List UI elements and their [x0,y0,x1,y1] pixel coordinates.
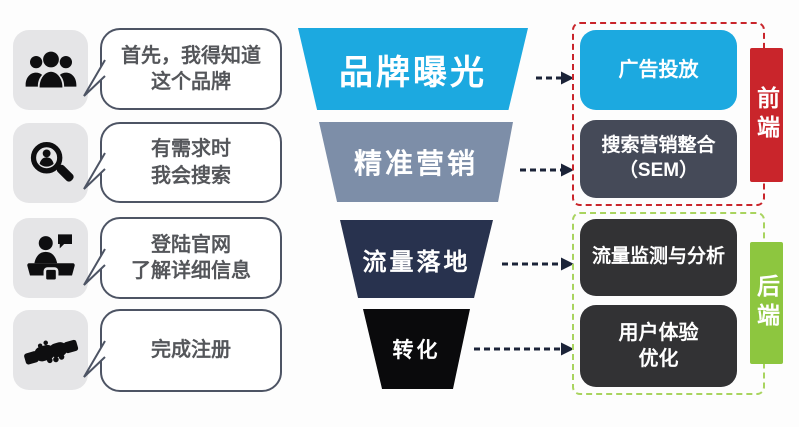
bubble-text-line2: 了解详细信息 [131,260,251,282]
users-group-icon [25,51,76,88]
tactic-text-line1: 广告投放 [618,59,699,81]
dashed-arrow-2 [520,163,574,177]
speech-bubble-search: 有需求时 我会搜索 [83,122,282,203]
tactic-box-sem: 搜索营销整合 （SEM） [580,120,737,198]
speech-bubble-awareness: 首先，我得知道 这个品牌 [83,28,282,110]
registration-desk-icon [26,234,75,283]
dashed-arrow-4 [474,342,574,356]
handshake-icon [13,310,88,390]
tactic-text-line1: 搜索营销整合 [601,135,716,157]
bubble-tail [83,59,106,97]
funnel-level-conversion: 转化 [363,309,470,389]
tactic-text-line1: 用户体验 [618,322,699,344]
tactic-box-traffic-analysis: 流量监测与分析 [580,219,737,296]
bubble-tail [83,248,106,286]
search-user-icon [13,123,88,203]
tactic-box-ux-optimization: 用户体验 优化 [580,305,737,387]
speech-bubble-register: 完成注册 [83,309,282,392]
bubble-text-line1: 有需求时 [151,138,231,161]
front-end-label: 前端 [750,48,783,182]
funnel-level-brand-exposure: 品牌曝光 [298,28,528,110]
tactic-text-line2: 优化 [638,348,679,370]
tactic-text-line1: 流量监测与分析 [591,246,725,268]
bubble-text-line2: 我会搜索 [151,164,231,187]
bubble-tail [83,152,106,190]
bubble-text-line1: 首先，我得知道 [121,44,261,67]
registration-desk-icon [13,218,88,298]
users-group-icon [13,30,88,110]
bubble-tail [83,340,106,378]
bubble-text-line2: 这个品牌 [151,71,231,93]
tactic-text-line2: （SEM） [618,160,699,181]
funnel-level-precision-marketing: 精准营销 [319,122,513,202]
back-end-label: 后端 [750,242,783,364]
bubble-text-line1: 完成注册 [151,339,231,362]
search-user-icon [30,142,74,182]
dashed-arrow-3 [502,257,574,271]
handshake-icon [23,339,78,365]
speech-bubble-visit: 登陆官网 了解详细信息 [83,217,282,299]
dashed-arrow-1 [536,71,574,85]
tactic-box-advertising: 广告投放 [580,30,737,110]
bubble-text-line1: 登陆官网 [151,233,231,256]
funnel-level-traffic-landing: 流量落地 [340,220,493,298]
